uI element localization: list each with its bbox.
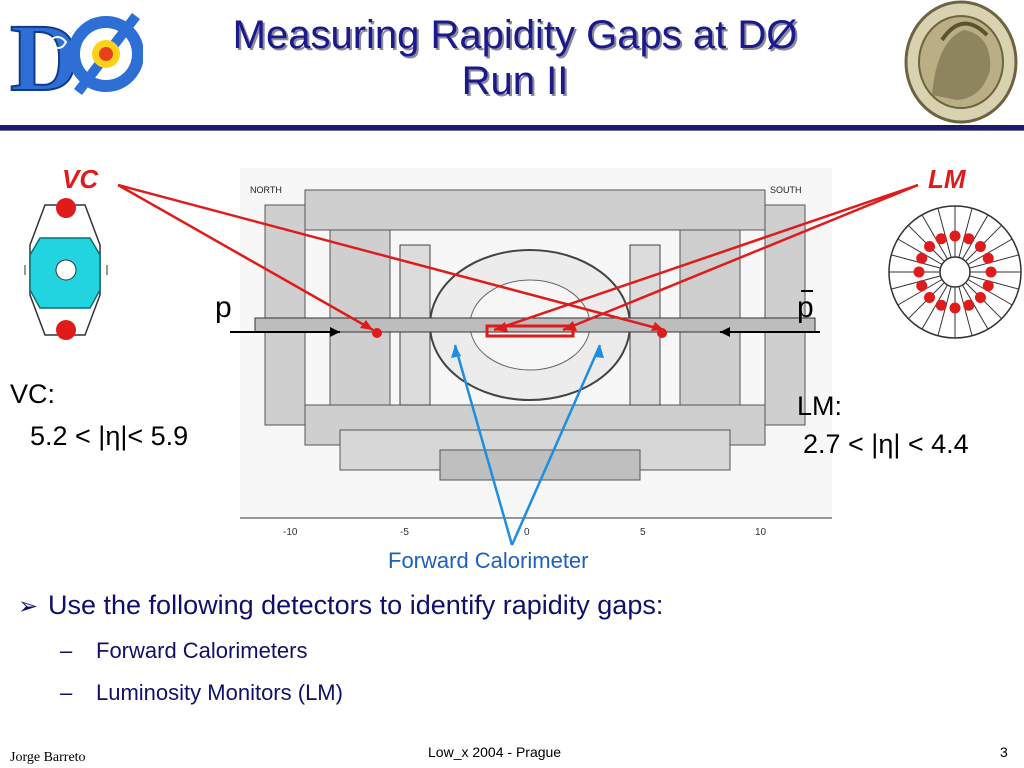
proton-label-left: p (215, 291, 232, 324)
detector-diagram: NORTH SOUTH VC (0, 150, 1024, 580)
north-label: NORTH (250, 185, 282, 195)
dash-bullet-icon: – (60, 638, 73, 663)
lm-eta-range: 2.7 < |η| < 4.4 (803, 429, 969, 459)
vc-tag: VC (62, 164, 99, 194)
lm-counter-dot (916, 252, 928, 264)
d0-logo: D (8, 2, 144, 112)
axis-tick-4: 5 (640, 527, 646, 538)
title-divider (0, 125, 1024, 131)
vc-eta-range: 5.2 < |η|< 5.9 (30, 421, 189, 451)
lm-spoke (958, 286, 973, 336)
university-seal-logo (902, 0, 1020, 124)
lm-counter-dot (982, 280, 994, 292)
footer-page-number: 3 (1000, 744, 1008, 760)
title-line-1: Measuring Rapidity Gaps at DØ (232, 13, 798, 57)
lm-spoke (962, 214, 989, 260)
forward-calorimeter-label: Forward Calorimeter (388, 548, 589, 573)
lm-counter-dot (974, 241, 986, 253)
south-label: SOUTH (770, 185, 802, 195)
arrow-bullet-icon: ➢ (18, 593, 39, 620)
lm-spoke (891, 254, 941, 269)
axis-tick-5: 10 (755, 527, 767, 538)
sub-bullet-1-text: Forward Calorimeters (96, 638, 308, 663)
antiproton-bar (801, 290, 813, 292)
dash-bullet-icon: – (60, 680, 73, 705)
vc-label: VC: (10, 379, 56, 409)
lm-spoke (921, 214, 948, 260)
axis-tick-1: -10 (283, 527, 298, 538)
lm-counter-dot (935, 233, 947, 245)
lm-counter-dot (913, 266, 925, 278)
lm-spoke (962, 284, 989, 330)
lm-tag: LM (928, 164, 967, 194)
lm-counter-dot (963, 299, 975, 311)
sub-bullet-2-text: Luminosity Monitors (LM) (96, 680, 343, 705)
lm-counter-dot (982, 252, 994, 264)
axis-tick-2: -5 (400, 527, 409, 538)
lm-label: LM: (797, 391, 843, 421)
slide-title: Measuring Rapidity Gaps at DØ Run II (150, 12, 880, 104)
antiproton-label-right: p (797, 290, 814, 324)
footer-author: Jorge Barreto (10, 750, 86, 765)
lm-spoke (969, 254, 1019, 269)
lm-spoke (969, 275, 1019, 290)
lm-counter-dot (924, 291, 936, 303)
lm-counter-dot (916, 280, 928, 292)
main-bullet-text: Use the following detectors to identify … (48, 590, 664, 620)
lm-counter-dot (974, 291, 986, 303)
lm-counter-dot (963, 233, 975, 245)
lm-spoke (921, 284, 948, 330)
lm-spoke (897, 279, 943, 306)
lm-spoke (937, 208, 952, 258)
title-line-2: Run II (461, 59, 569, 103)
axis-tick-3: 0 (524, 527, 530, 538)
lm-spoke (891, 275, 941, 290)
sub-bullet-1: –Forward Calorimeters (60, 638, 308, 664)
lm-spoke (937, 286, 952, 336)
main-bullet: ➢ Use the following detectors to identify… (18, 590, 663, 621)
lm-counter-dot (924, 241, 936, 253)
lm-counter-dot (935, 299, 947, 311)
lm-counter-dot (949, 230, 961, 242)
sub-bullet-2: –Luminosity Monitors (LM) (60, 680, 343, 706)
lm-counter-dot (985, 266, 997, 278)
lm-spoke (967, 238, 1013, 265)
vc-detector-drawing (24, 198, 108, 340)
footer-event: Low_x 2004 - Prague (428, 744, 562, 760)
lm-spoke (958, 208, 973, 258)
lm-spoke (897, 238, 943, 265)
lm-counter-dot (949, 302, 961, 314)
lm-spoke (967, 279, 1013, 306)
lm-detector-drawing (888, 205, 1022, 339)
